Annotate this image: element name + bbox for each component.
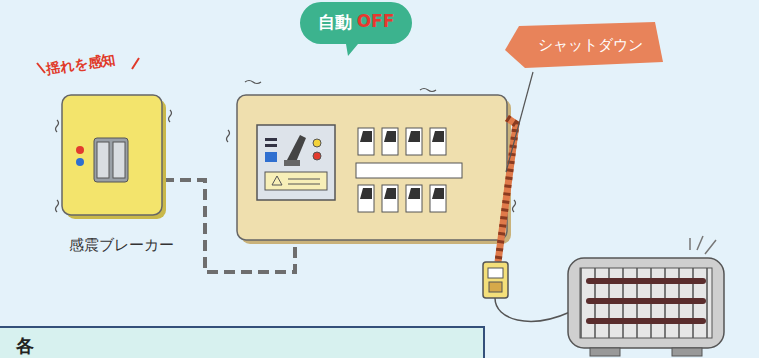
bubble-outline [300,2,412,56]
power-cable [498,118,516,262]
node-text: 自動 [318,11,352,34]
leader-line [506,72,533,172]
node-text: シャットダウン [538,36,643,55]
seismic-breaker-label: 感震ブレーカー [52,95,191,255]
distribution-board [227,81,516,245]
node-text: 各 [16,335,34,356]
node-text: 感震ブレーカー [69,236,174,255]
speech-bubble: 自動OFF [300,2,412,56]
note-box: 各 [0,326,485,358]
branch-breakers [358,128,446,212]
power-outlet [483,262,570,321]
seismic-breaker [56,95,172,219]
power-cable [498,118,516,262]
electric-heater [568,236,724,356]
callout-box: シャットダウン [505,22,665,68]
node-text: OFF [357,11,395,31]
caption-label: 揺れを感知 [45,51,117,80]
